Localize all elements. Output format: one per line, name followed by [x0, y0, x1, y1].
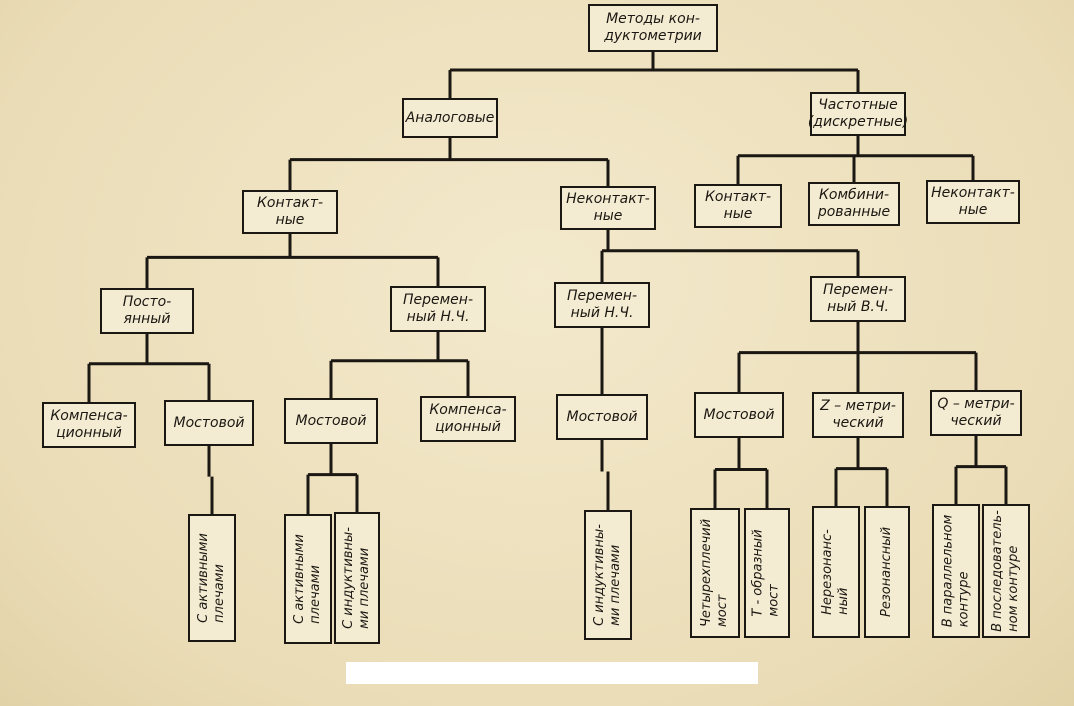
leaf-ac-lf-active-arms: С активными плечами: [284, 514, 332, 644]
connector-analog: [288, 138, 610, 190]
node-noncontact-hf-bridge: Мостовой: [694, 392, 784, 438]
node-noncontact-lf-bridge: Мостовой: [556, 394, 648, 440]
connector-cc_bridge: [207, 446, 214, 514]
node-analog-noncontact: Неконтакт- ные: [560, 186, 656, 230]
redaction-bar: [346, 662, 758, 684]
leaf-label: В параллельном контуре: [940, 514, 971, 628]
connector-nh_bridge: [713, 438, 769, 508]
leaf-parallel-circuit: В параллельном контуре: [932, 504, 980, 638]
node-frequency-combined: Комбини- рованные: [808, 182, 900, 226]
node-frequency-noncontact: Неконтакт- ные: [926, 180, 1020, 224]
node-frequency-discrete: Частотные (дискретные): [808, 92, 908, 136]
node-noncontact-ac-low-freq: Перемен- ный Н.Ч.: [554, 282, 650, 328]
leaf-label: С активными плечами: [196, 533, 228, 623]
leaf-label: Резонансный: [879, 526, 894, 618]
node-constant-bridge: Мостовой: [164, 400, 254, 446]
leaf-series-circuit: В последователь- ном контуре: [982, 504, 1030, 638]
node-constant-compensation: Компенса- ционный: [42, 402, 136, 448]
connector-n_ac_hf: [737, 322, 978, 392]
node-contact-constant: Посто- янный: [100, 288, 194, 334]
node-analog-contact: Контакт- ные: [242, 190, 338, 234]
leaf-resonant: Резонансный: [864, 506, 910, 638]
leaf-label: С индуктивны- ми плечами: [341, 527, 372, 629]
leaf-nonresonant: Нерезонанс- ный: [812, 506, 860, 638]
leaf-label: Нерезонанс- ный: [820, 529, 852, 615]
connector-a_noncontact: [600, 230, 860, 282]
node-frequency-contact: Контакт- ные: [694, 184, 782, 228]
node-noncontact-ac-high-freq: Перемен- ный В.Ч.: [810, 276, 906, 322]
leaf-four-arm-bridge: Четырехплечий мост: [690, 508, 740, 638]
connector-c_const: [87, 334, 211, 402]
connector-c_ac_lf: [329, 332, 470, 398]
connector-nh_z: [834, 438, 889, 506]
node-q-metric: Q – метри- ческий: [930, 390, 1022, 436]
leaf-label: С активными плечами: [292, 534, 324, 624]
leaf-ac-lf-inductive-arms: С индуктивны- ми плечами: [334, 512, 380, 644]
node-contact-ac-low-freq: Перемен- ный Н.Ч.: [390, 286, 486, 332]
node-conductometry-methods: Методы кон- дуктометрии: [588, 4, 718, 52]
leaf-t-shaped-bridge: Т - образный мост: [744, 508, 790, 638]
node-z-metric: Z – метри- ческий: [812, 392, 904, 438]
leaf-label: Четырехплечий мост: [699, 518, 731, 628]
leaf-noncontact-inductive-arms: С индуктивны- ми плечами: [584, 510, 632, 640]
connector-nh_q: [954, 436, 1008, 504]
connector-a_contact: [145, 234, 440, 288]
leaf-label: С индуктивны- ми плечами: [592, 524, 623, 626]
node-ac-lf-bridge: Мостовой: [284, 398, 378, 444]
connector-freq: [736, 136, 975, 184]
connector-root: [448, 52, 860, 98]
leaf-label: В последователь- ном контуре: [990, 510, 1022, 632]
leaf-label: Т - образный мост: [751, 529, 782, 617]
leaf-constant-active-arms: С активными плечами: [188, 514, 236, 642]
node-ac-lf-compensation: Компенса- ционный: [420, 396, 516, 442]
connector-nl_bridge: [600, 440, 610, 510]
connector-cl_bridge: [306, 444, 359, 514]
node-analog: Аналоговые: [402, 98, 498, 138]
